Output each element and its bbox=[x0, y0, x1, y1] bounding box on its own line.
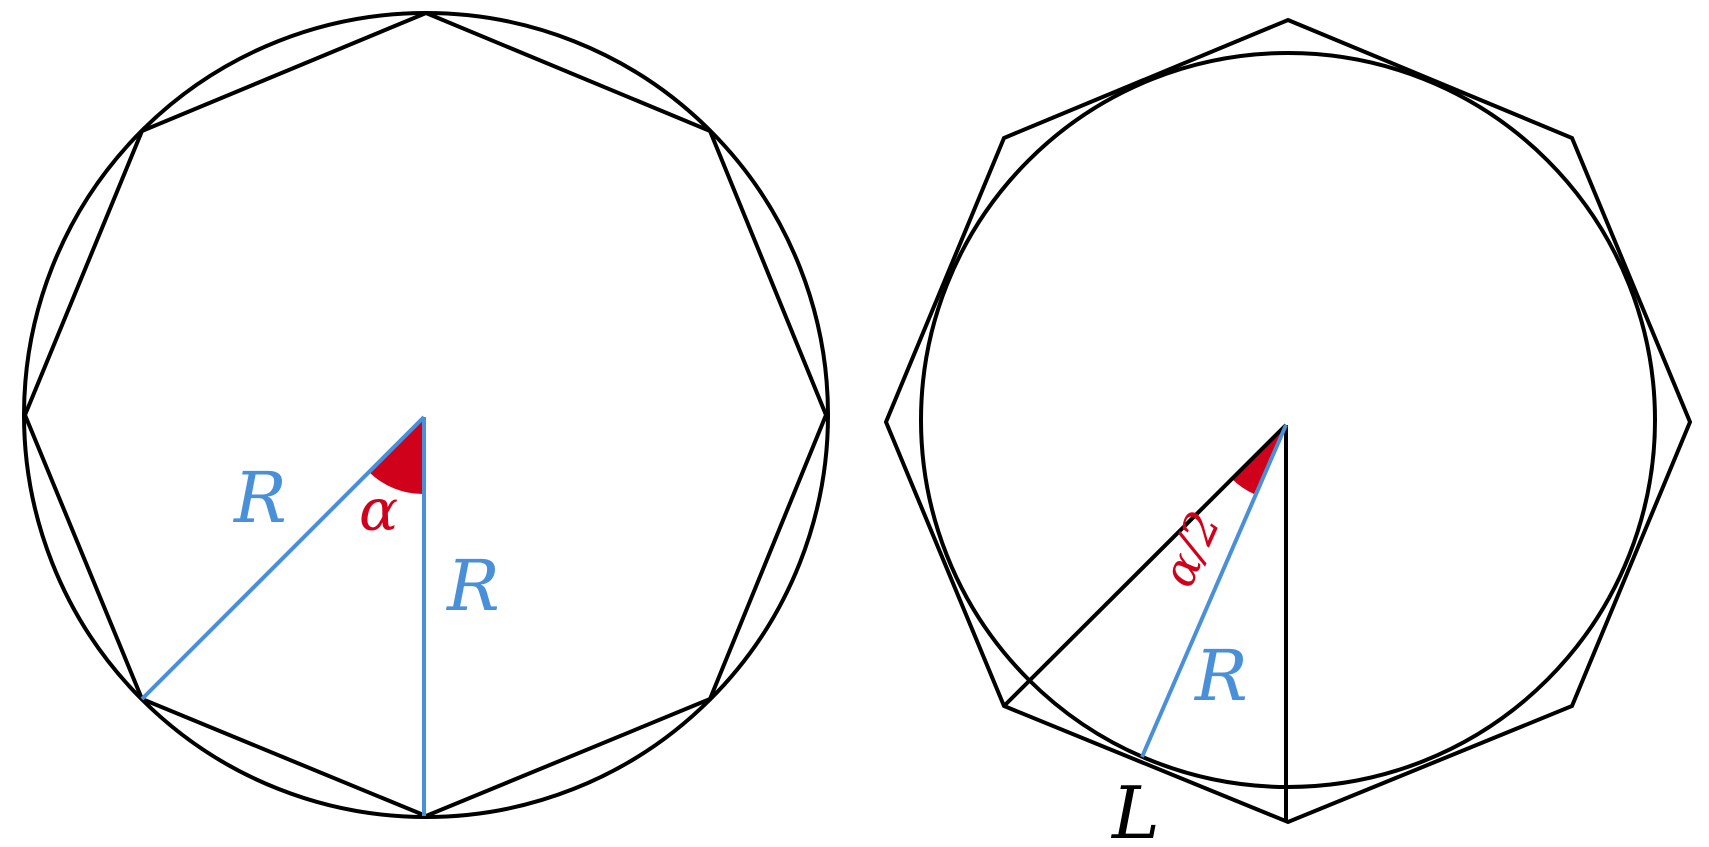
left-radius-diagonal bbox=[140, 415, 426, 701]
left-figure: R α R bbox=[22, 10, 830, 819]
right-label-radius: R bbox=[1193, 635, 1248, 717]
right-inradius bbox=[1140, 424, 1288, 758]
left-label-radius-vertical: R bbox=[445, 545, 500, 627]
right-figure: α/2 R L bbox=[883, 17, 1693, 847]
right-half-angle-sector bbox=[1232, 425, 1286, 494]
left-label-radius-diagonal: R bbox=[232, 457, 287, 539]
right-label-side: L bbox=[1110, 771, 1160, 847]
left-label-angle: α bbox=[359, 476, 398, 544]
left-angle-sector bbox=[369, 417, 424, 495]
right-line-to-vertex bbox=[1002, 423, 1288, 708]
